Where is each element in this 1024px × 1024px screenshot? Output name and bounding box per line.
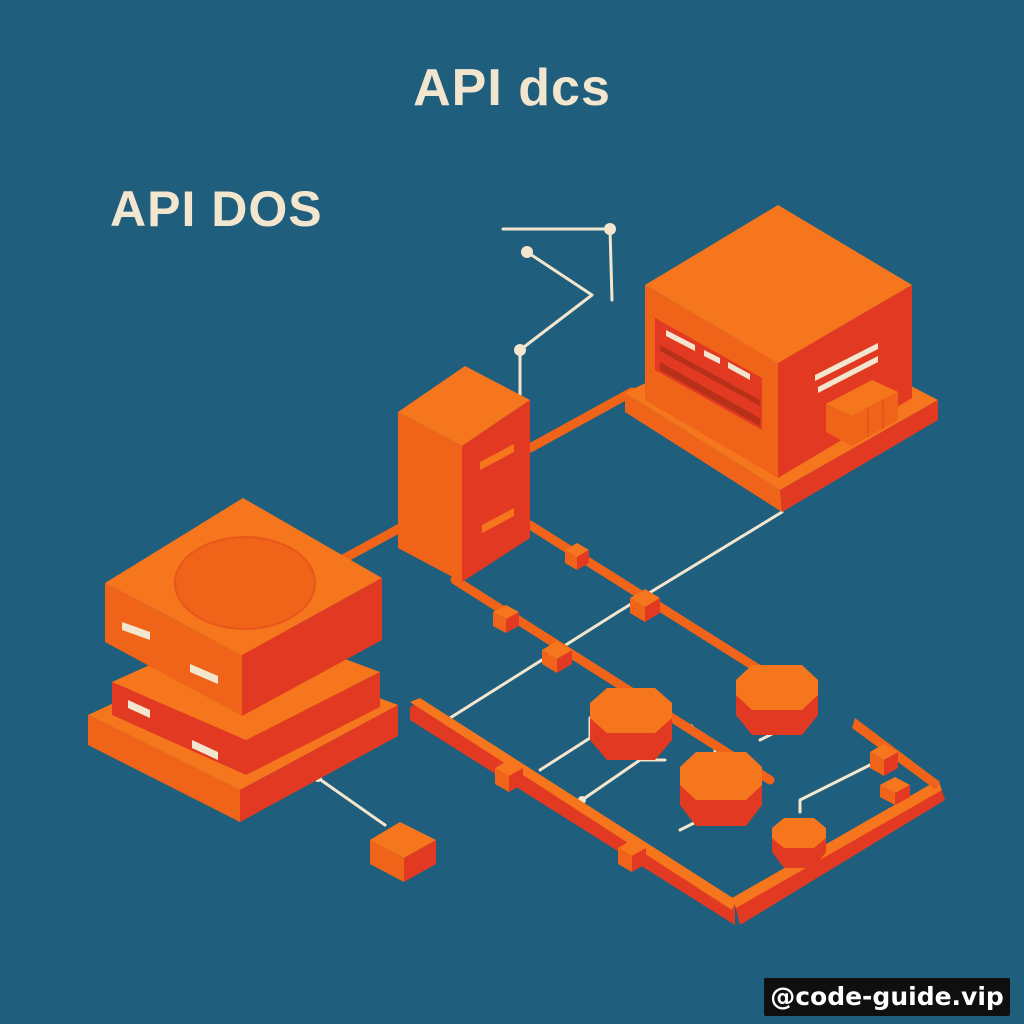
rail-right-side (735, 785, 945, 925)
connector-server-building (525, 387, 637, 453)
junction-cube (565, 543, 589, 570)
octagon-node (680, 752, 762, 826)
building-crate-top (826, 380, 898, 416)
building-crate-right (852, 392, 898, 446)
building-panel-stripe (660, 345, 760, 406)
loose-cube (370, 822, 436, 882)
datacenter-building (625, 205, 938, 512)
octagon-node (736, 665, 818, 735)
building-light (666, 330, 695, 351)
junction-cube (493, 605, 519, 633)
top-wire-zigzag (518, 250, 594, 400)
rail-right-top (732, 780, 942, 908)
db-upper-left (105, 583, 242, 716)
db-indicator (128, 700, 150, 718)
wire-node (521, 246, 533, 258)
junction-cubes (493, 543, 910, 872)
junction-cube (870, 744, 898, 776)
wire-node (604, 223, 616, 235)
building-vent (818, 356, 878, 393)
wire-branch-6 (798, 763, 872, 814)
diagram-subheading: API DOS (110, 181, 323, 237)
building-light (728, 362, 750, 380)
server-slot (480, 444, 514, 470)
db-lower-right (246, 672, 380, 775)
db-base-left (88, 715, 240, 822)
db-indicator (192, 740, 218, 760)
wire-bus-a (448, 610, 620, 720)
connector-db-server (340, 523, 405, 563)
rail-front-top (410, 698, 736, 910)
wire-node (514, 344, 526, 356)
junction-cube (495, 760, 523, 792)
bottom-rail (410, 698, 945, 925)
octagon-nodes (590, 665, 826, 868)
server-slot (482, 508, 514, 533)
building-roof (645, 205, 912, 363)
junction-cube (542, 641, 572, 673)
server-tower (398, 366, 530, 582)
junction-cube (880, 777, 910, 805)
database-stack (88, 498, 398, 822)
building-right-wall (778, 285, 912, 478)
wire-to-cube (316, 776, 387, 827)
db-base-right (240, 705, 398, 822)
building-panel-stripe (660, 362, 760, 426)
building-light (704, 350, 720, 364)
rail-front-side (410, 700, 735, 925)
db-indicator (122, 622, 150, 640)
octagon-node (590, 688, 672, 760)
junction-cube (630, 589, 660, 622)
octagon-node (772, 818, 826, 868)
building-vent (815, 343, 878, 381)
building-base-left (625, 393, 782, 512)
db-upper-right (242, 578, 382, 716)
building-base-right (780, 400, 938, 512)
signal-wires (316, 227, 872, 832)
diagram-heading: API dcs (413, 59, 611, 117)
building-crate-left (826, 404, 852, 446)
db-disc (174, 536, 316, 630)
server-top (398, 366, 530, 446)
db-indicator (190, 664, 218, 684)
junction-cube (618, 840, 646, 872)
watermark-badge: @code-guide.vip (764, 978, 1010, 1016)
server-left-face (398, 412, 462, 582)
